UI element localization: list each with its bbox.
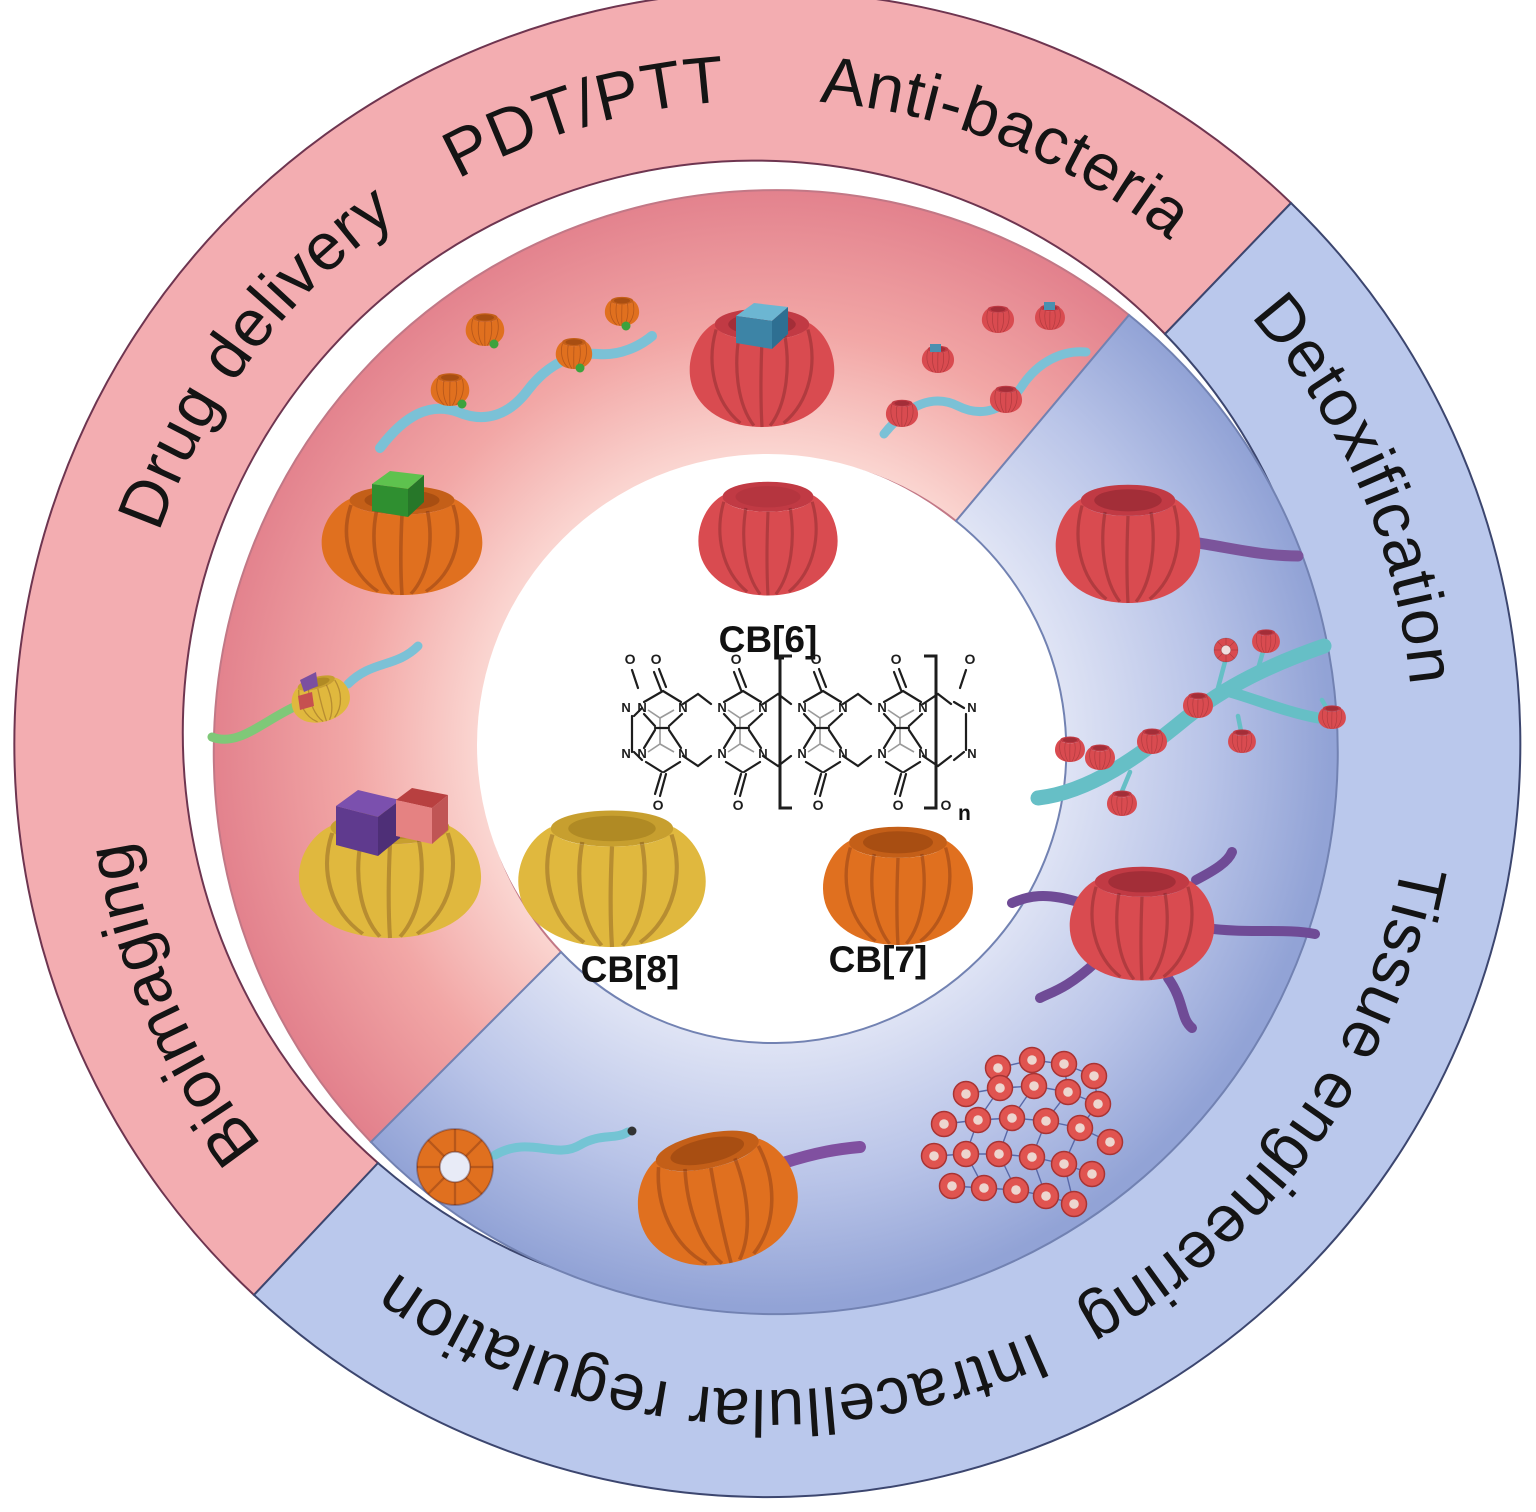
detox-polymer-tube-with-rings-illustration xyxy=(1030,629,1347,817)
n-atom-label: N xyxy=(621,746,630,761)
n-atom-label: N xyxy=(967,700,976,715)
intracellular-orange-pumpkin-purple-thread-illustration xyxy=(623,1115,866,1282)
tissue-red-pumpkin-crosslinker-illustration xyxy=(1007,847,1320,1033)
cucurbituril-chemical-structure: O N N O N N O n xyxy=(621,649,977,825)
supramolecular-mesh-assembly-illustration xyxy=(920,1046,1124,1218)
cb7-label: CB[7] xyxy=(829,939,928,980)
o-atom-label: O xyxy=(941,797,952,813)
outer-ring-pink-sector xyxy=(13,0,1293,1297)
cb6-pumpkin-illustration xyxy=(696,480,840,598)
cb7-pumpkin-illustration xyxy=(821,825,975,947)
intracellular-ring-thread-illustration xyxy=(415,1126,637,1207)
cb8-label: CB[8] xyxy=(581,949,680,990)
o-atom-label: O xyxy=(625,651,636,667)
drug-delivery-orange-pumpkin-green-prism-illustration xyxy=(319,471,485,597)
detox-red-pumpkin-purple-tail-illustration xyxy=(1054,483,1304,605)
repeat-subscript: n xyxy=(958,802,971,825)
bioimaging-yellow-pumpkin-prisms-illustration xyxy=(299,788,481,938)
host-guest-red-pumpkin-blue-prism-illustration xyxy=(688,303,836,429)
pdt-polymer-conjugate-illustration xyxy=(375,296,657,453)
cb8-pumpkin-illustration xyxy=(518,811,705,948)
antibacteria-polymer-red-beads-illustration xyxy=(879,302,1091,439)
bioimaging-probe-chain-illustration xyxy=(207,641,423,744)
n-atom-label: N xyxy=(621,700,630,715)
o-atom-label: O xyxy=(965,651,976,667)
n-atom-label: N xyxy=(967,746,976,761)
